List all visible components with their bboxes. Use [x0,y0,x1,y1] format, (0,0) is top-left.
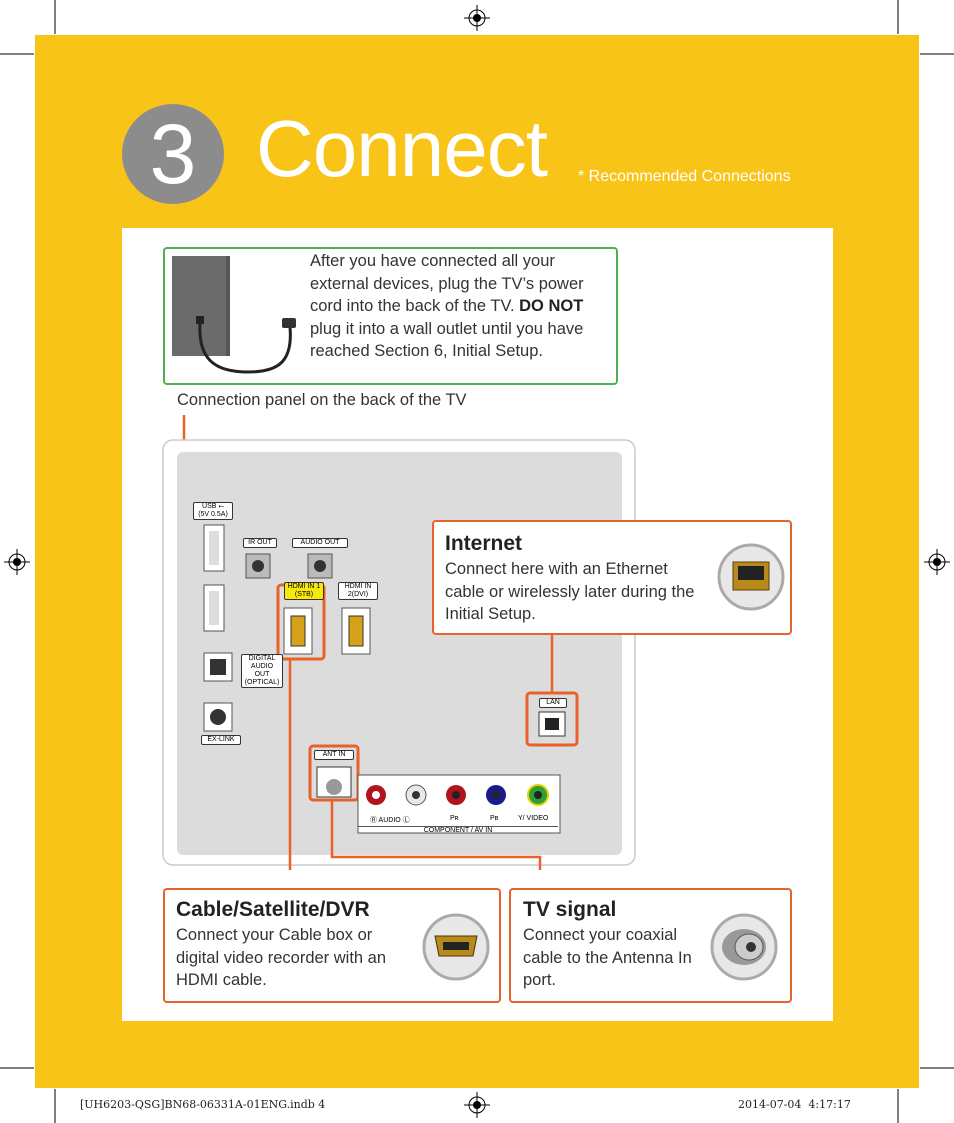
page-title: Connect [256,104,548,193]
digital-audio-out-label: DIGITAL AUDIO OUT (OPTICAL) [241,654,283,688]
ethernet-port-icon [717,543,785,611]
pb-label: Pʙ [490,815,499,822]
coaxial-port-icon [710,913,778,981]
audio-out-label: AUDIO OUT [292,538,348,548]
footer-file-name: [UH6203-QSG]BN68-06331A-01ENG.indb 4 [80,1098,326,1111]
power-instruction-text: After you have connected all your extern… [310,252,584,360]
internet-callout: Internet Connect here with an Ethernet c… [432,520,792,635]
cable-text: Connect your Cable box or digital video … [176,926,387,989]
footer-timestamp: 2014-07-04 ￼￼ 4:17:17 [738,1098,851,1111]
registration-mark-top [464,5,490,31]
usb-port-label: USB ⭠ (5V 0.5A) [193,502,233,520]
tv-signal-title: TV signal [523,898,617,921]
tv-signal-text: Connect your coaxial cable to the Antenn… [523,926,692,989]
do-not-warning: DO NOT [519,297,584,315]
ir-out-label: IR OUT [243,538,277,548]
component-av-label: COMPONENT / AV IN [358,826,558,834]
lan-port-label: LAN [539,698,567,708]
page-subtitle: * Recommended Connections [578,168,791,185]
power-instruction-box [163,247,618,385]
hdmi-port-icon [422,913,490,981]
internet-text: Connect here with an Ethernet cable or w… [445,560,695,623]
pr-label: Pʀ [450,815,459,822]
cable-callout: Cable/Satellite/DVR Connect your Cable b… [163,888,501,1003]
cable-title: Cable/Satellite/DVR [176,898,370,921]
ant-in-label: ANT IN [314,750,354,760]
ex-link-label: EX-LINK [201,735,241,745]
connection-panel-illustration [162,415,636,870]
tv-power-illustration [172,256,296,374]
internet-title: Internet [445,532,523,555]
registration-mark-right [924,549,950,575]
registration-mark-left [4,549,30,575]
hdmi-in-1-label: HDMI IN 1 (STB) [284,582,324,600]
panel-caption: Connection panel on the back of the TV [177,391,467,409]
step-number: 3 [122,104,224,204]
registration-mark-bottom [464,1092,490,1118]
hdmi-in-2-label: HDMI IN 2(DVI) [338,582,378,600]
video-label: Y/ VIDEO [518,815,549,822]
tv-signal-callout: TV signal Connect your coaxial cable to … [509,888,792,1003]
audio-lr-label: Ⓡ AUDIO Ⓛ [370,817,410,824]
